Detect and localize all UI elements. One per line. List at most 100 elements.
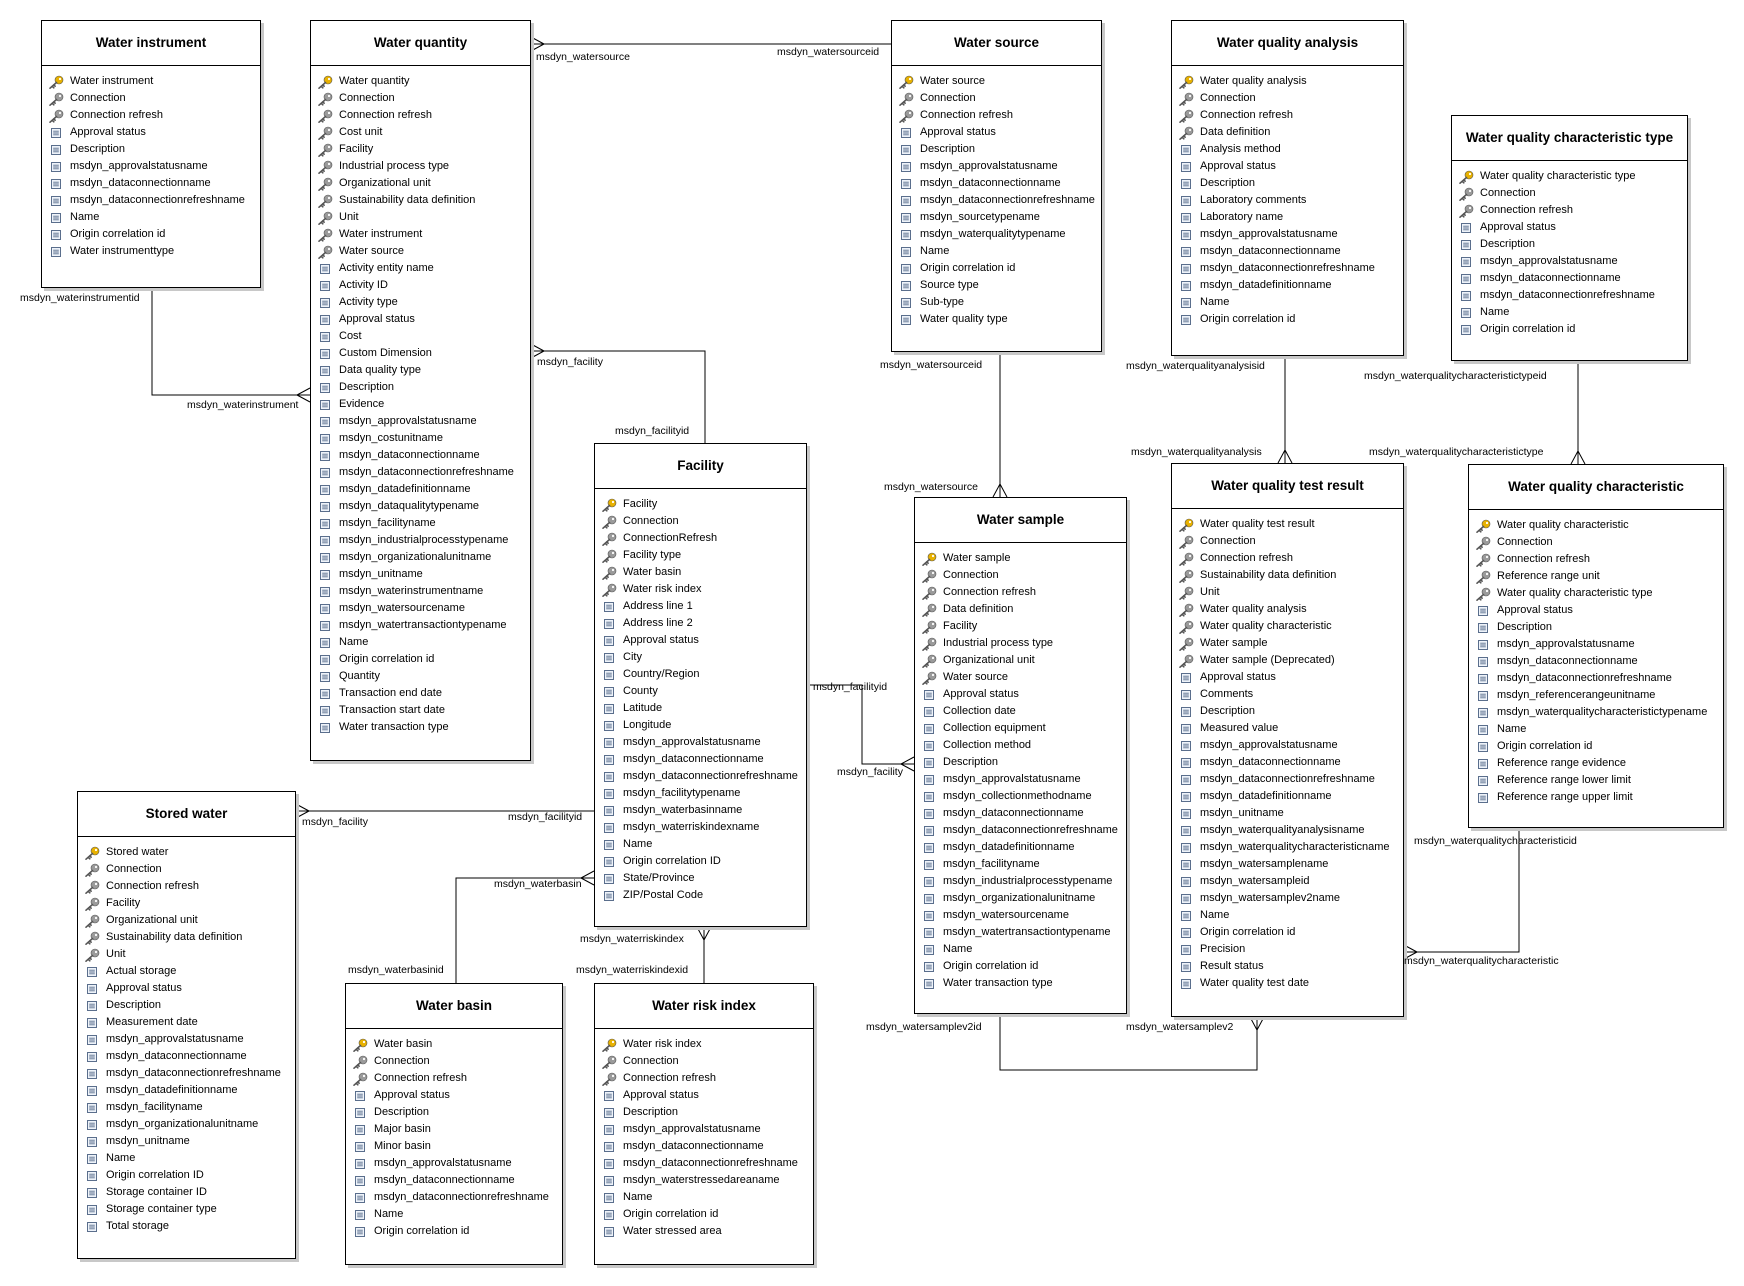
field-row[interactable]: ConnectionRefresh xyxy=(595,530,806,547)
field-row[interactable]: Connection refresh xyxy=(1452,202,1687,219)
field-row[interactable]: msdyn_organizationalunitname xyxy=(915,890,1126,907)
field-row[interactable]: Stored water xyxy=(78,844,295,861)
field-row[interactable]: Storage container ID xyxy=(78,1184,295,1201)
field-row[interactable]: Name xyxy=(1452,304,1687,321)
field-row[interactable]: msdyn_datadefinitionname xyxy=(915,839,1126,856)
field-row[interactable]: Cost xyxy=(311,328,530,345)
field-row[interactable]: Description xyxy=(892,141,1101,158)
field-row[interactable]: Precision xyxy=(1172,941,1403,958)
field-row[interactable]: msdyn_industrialprocesstypename xyxy=(311,532,530,549)
field-row[interactable]: Description xyxy=(42,141,260,158)
field-row[interactable]: Data definition xyxy=(915,601,1126,618)
field-row[interactable]: msdyn_dataqualitytypename xyxy=(311,498,530,515)
field-row[interactable]: Approval status xyxy=(915,686,1126,703)
field-row[interactable]: msdyn_dataconnectionrefreshname xyxy=(346,1189,562,1206)
field-row[interactable]: msdyn_approvalstatusname xyxy=(1172,737,1403,754)
field-row[interactable]: msdyn_dataconnectionname xyxy=(346,1172,562,1189)
field-row[interactable]: msdyn_approvalstatusname xyxy=(1469,636,1723,653)
field-row[interactable]: msdyn_unitname xyxy=(78,1133,295,1150)
field-row[interactable]: County xyxy=(595,683,806,700)
field-row[interactable]: Reference range upper limit xyxy=(1469,789,1723,806)
field-row[interactable]: Approval status xyxy=(1469,602,1723,619)
field-row[interactable]: Origin correlation id xyxy=(42,226,260,243)
field-row[interactable]: Organizational unit xyxy=(915,652,1126,669)
field-row[interactable]: msdyn_datadefinitionname xyxy=(311,481,530,498)
field-row[interactable]: Water quality characteristic type xyxy=(1452,168,1687,185)
field-row[interactable]: Water quality characteristic xyxy=(1469,517,1723,534)
field-row[interactable]: Water source xyxy=(892,73,1101,90)
field-row[interactable]: Connection xyxy=(595,513,806,530)
field-row[interactable]: Connection xyxy=(595,1053,813,1070)
field-row[interactable]: Industrial process type xyxy=(311,158,530,175)
field-row[interactable]: Connection xyxy=(915,567,1126,584)
field-row[interactable]: Unit xyxy=(1172,584,1403,601)
field-row[interactable]: msdyn_watersamplev2name xyxy=(1172,890,1403,907)
field-row[interactable]: Collection equipment xyxy=(915,720,1126,737)
field-row[interactable]: Laboratory comments xyxy=(1172,192,1403,209)
field-row[interactable]: Origin correlation ID xyxy=(78,1167,295,1184)
field-row[interactable]: Description xyxy=(311,379,530,396)
field-row[interactable]: Connection refresh xyxy=(311,107,530,124)
field-row[interactable]: msdyn_watersourcename xyxy=(915,907,1126,924)
field-row[interactable]: msdyn_approvalstatusname xyxy=(346,1155,562,1172)
field-row[interactable]: Water quality type xyxy=(892,311,1101,328)
field-row[interactable]: msdyn_waterbasinname xyxy=(595,802,806,819)
field-row[interactable]: Collection method xyxy=(915,737,1126,754)
field-row[interactable]: msdyn_unitname xyxy=(1172,805,1403,822)
field-row[interactable]: Origin correlation id xyxy=(311,651,530,668)
field-row[interactable]: Approval status xyxy=(595,1087,813,1104)
field-row[interactable]: Sub-type xyxy=(892,294,1101,311)
field-row[interactable]: Description xyxy=(1172,175,1403,192)
field-row[interactable]: msdyn_dataconnectionrefreshname xyxy=(1172,771,1403,788)
field-row[interactable]: Activity type xyxy=(311,294,530,311)
field-row[interactable]: Approval status xyxy=(1172,669,1403,686)
field-row[interactable]: Connection xyxy=(78,861,295,878)
field-row[interactable]: Water quality characteristic type xyxy=(1469,585,1723,602)
field-row[interactable]: msdyn_dataconnectionname xyxy=(595,1138,813,1155)
field-row[interactable]: msdyn_dataconnectionrefreshname xyxy=(311,464,530,481)
field-row[interactable]: msdyn_waterqualitycharacteristicname xyxy=(1172,839,1403,856)
field-row[interactable]: msdyn_sourcetypename xyxy=(892,209,1101,226)
field-row[interactable]: Actual storage xyxy=(78,963,295,980)
field-row[interactable]: Activity entity name xyxy=(311,260,530,277)
field-row[interactable]: Quantity xyxy=(311,668,530,685)
field-row[interactable]: msdyn_watersamplename xyxy=(1172,856,1403,873)
field-row[interactable]: msdyn_dataconnectionrefreshname xyxy=(1452,287,1687,304)
field-row[interactable]: Origin correlation id xyxy=(915,958,1126,975)
field-row[interactable]: Facility xyxy=(311,141,530,158)
field-row[interactable]: Water transaction type xyxy=(311,719,530,736)
field-row[interactable]: Name xyxy=(42,209,260,226)
field-row[interactable]: Facility type xyxy=(595,547,806,564)
field-row[interactable]: msdyn_dataconnectionrefreshname xyxy=(595,1155,813,1172)
field-row[interactable]: Collection date xyxy=(915,703,1126,720)
field-row[interactable]: Sustainability data definition xyxy=(1172,567,1403,584)
field-row[interactable]: Connection refresh xyxy=(42,107,260,124)
field-row[interactable]: Description xyxy=(1172,703,1403,720)
field-row[interactable]: Description xyxy=(346,1104,562,1121)
field-row[interactable]: Description xyxy=(1469,619,1723,636)
field-row[interactable]: msdyn_approvalstatusname xyxy=(42,158,260,175)
field-row[interactable]: Source type xyxy=(892,277,1101,294)
field-row[interactable]: Approval status xyxy=(892,124,1101,141)
field-row[interactable]: Water sample xyxy=(1172,635,1403,652)
field-row[interactable]: Cost unit xyxy=(311,124,530,141)
field-row[interactable]: Approval status xyxy=(1172,158,1403,175)
field-row[interactable]: Name xyxy=(892,243,1101,260)
field-row[interactable]: Water basin xyxy=(595,564,806,581)
field-row[interactable]: Connection refresh xyxy=(595,1070,813,1087)
field-row[interactable]: Transaction end date xyxy=(311,685,530,702)
field-row[interactable]: msdyn_approvalstatusname xyxy=(892,158,1101,175)
field-row[interactable]: Water instrument xyxy=(42,73,260,90)
field-row[interactable]: Minor basin xyxy=(346,1138,562,1155)
field-row[interactable]: Connection refresh xyxy=(78,878,295,895)
field-row[interactable]: Transaction start date xyxy=(311,702,530,719)
field-row[interactable]: Water sample (Deprecated) xyxy=(1172,652,1403,669)
field-row[interactable]: Laboratory name xyxy=(1172,209,1403,226)
field-row[interactable]: Sustainability data definition xyxy=(78,929,295,946)
field-row[interactable]: Sustainability data definition xyxy=(311,192,530,209)
field-row[interactable]: Longitude xyxy=(595,717,806,734)
field-row[interactable]: Water instrumenttype xyxy=(42,243,260,260)
field-row[interactable]: msdyn_waterriskindexname xyxy=(595,819,806,836)
